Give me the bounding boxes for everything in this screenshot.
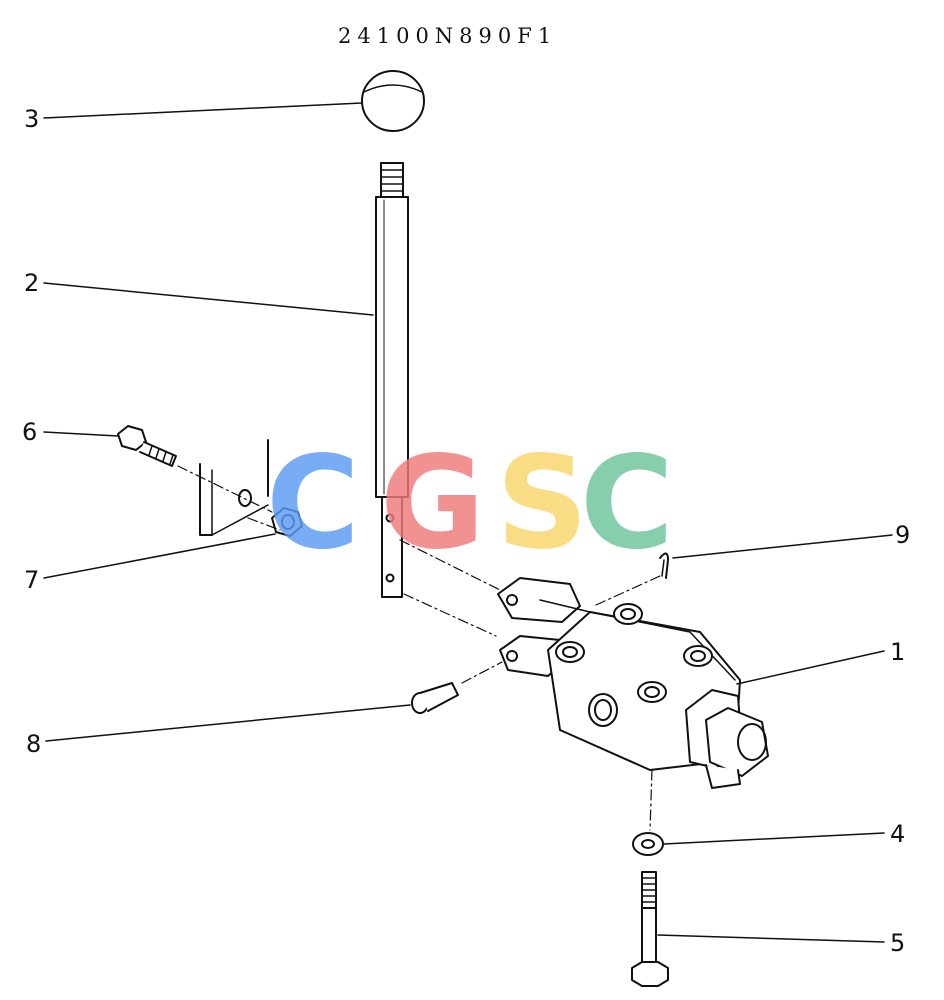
part-2-lever-rod [375, 162, 409, 598]
callout-3: 3 [24, 105, 40, 133]
part-8-clevis-pin [411, 682, 459, 714]
mounting-bracket [199, 439, 269, 536]
leader-lines [43, 102, 893, 943]
callout-7: 7 [24, 566, 40, 594]
callout-4: 4 [890, 820, 906, 848]
callout-9: 9 [895, 521, 911, 549]
watermark-letter-c: C [266, 429, 360, 578]
part-6-bolt [117, 425, 177, 467]
callout-6: 6 [22, 418, 38, 446]
part-number-title: 24100N890F1 [338, 24, 558, 48]
part-4-washer [632, 832, 664, 856]
callout-5: 5 [890, 929, 906, 957]
callout-1: 1 [890, 638, 906, 666]
watermark-letter-s: S [496, 429, 589, 578]
callout-2: 2 [24, 269, 40, 297]
watermark-letter-c2: C [580, 429, 674, 578]
part-3-knob [361, 70, 425, 132]
watermark-letter-g: G [380, 429, 486, 578]
callout-8: 8 [26, 730, 42, 758]
part-7-nut [271, 507, 303, 537]
part-5-bolt [631, 871, 669, 987]
part-1-valve-body [497, 577, 769, 789]
part-9-cotter-pin [659, 552, 669, 579]
assembly-center-lines [177, 465, 661, 831]
